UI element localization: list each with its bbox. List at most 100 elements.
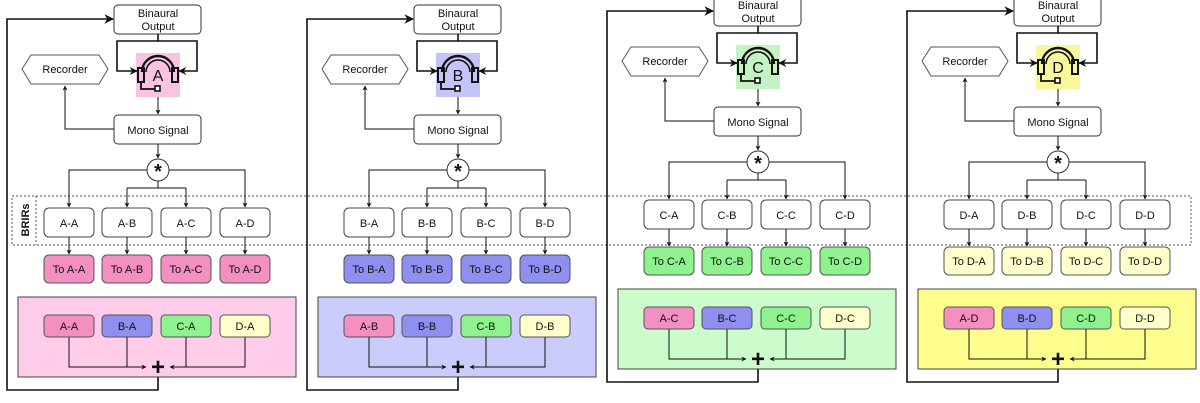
binaural-output-label: Output — [441, 21, 474, 33]
route-label: To C-D — [828, 256, 862, 268]
right-ear-cup — [471, 67, 479, 83]
headphone-icon — [437, 54, 479, 92]
route-label: To B-B — [410, 264, 443, 276]
binaural-to-left-ear — [1016, 26, 1059, 67]
brir-label: A-A — [60, 218, 79, 230]
mono-to-recorder-arrow — [962, 77, 1014, 122]
route-label: To A-A — [53, 264, 86, 276]
brir-label: B-D — [536, 218, 555, 230]
mix-input-label: A-A — [60, 321, 79, 333]
route-box — [219, 254, 271, 284]
recorder-label: Recorder — [642, 56, 688, 68]
recorder-label: Recorder — [42, 64, 88, 76]
headband-inner — [745, 51, 771, 65]
sum-symbol: + — [751, 346, 765, 373]
recorder-label: Recorder — [942, 56, 988, 68]
route-box — [401, 254, 453, 284]
branch-arrow — [469, 169, 548, 208]
mix-input-label: D-A — [236, 321, 256, 333]
mix-input-label: A-B — [360, 321, 378, 333]
mic — [754, 77, 761, 84]
mix-left-arrow — [968, 329, 1047, 362]
binaural-output-label: Output — [741, 13, 774, 25]
binaural-to-right-ear — [458, 40, 498, 75]
route-box — [819, 246, 871, 276]
binaural-output-label: Output — [1041, 13, 1074, 25]
branch-arrow — [169, 169, 248, 208]
route-box — [1001, 246, 1053, 276]
branch-arrow — [1069, 161, 1148, 200]
binaural-to-left-ear — [716, 26, 759, 67]
brir-label: A-B — [118, 218, 136, 230]
mix-input-label: C-C — [776, 313, 796, 325]
route-box — [1060, 246, 1112, 276]
mix-input-label: C-B — [477, 321, 496, 333]
recorder-node — [921, 46, 1009, 77]
branch-arrow — [366, 169, 447, 208]
binaural-to-left-ear — [416, 34, 459, 75]
route-label: To A-D — [228, 264, 261, 276]
binaural-to-right-ear — [758, 32, 798, 67]
route-label: To C-B — [710, 256, 744, 268]
headband-inner — [145, 59, 171, 73]
binaural-to-right-ear — [158, 40, 198, 75]
route-label: To C-A — [652, 256, 686, 268]
recorder-node — [621, 46, 709, 77]
mic-boom — [140, 82, 155, 90]
binaural-output-label: Binaural — [1038, 0, 1078, 12]
mix-input-label: D-B — [536, 321, 555, 333]
mix-input-label: C-D — [1076, 313, 1096, 325]
binaural-output-label: Binaural — [138, 8, 178, 20]
mix-input-label: A-C — [660, 313, 679, 325]
mix-input-label: A-D — [960, 313, 979, 325]
route-box — [101, 254, 153, 284]
sum-symbol: + — [451, 354, 465, 381]
mix-input-label: D-D — [1135, 313, 1155, 325]
mic-boom — [1040, 74, 1055, 82]
brir-label: C-A — [660, 210, 680, 222]
mix-input-label: B-B — [418, 321, 436, 333]
mono-to-recorder-arrow — [62, 85, 114, 130]
binaural-output-label: Binaural — [438, 8, 478, 20]
route-label: To D-B — [1010, 256, 1044, 268]
route-label: To D-D — [1128, 256, 1162, 268]
route-box — [519, 254, 571, 284]
brir-label: D-C — [1076, 210, 1096, 222]
branch-arrow — [966, 161, 1047, 200]
headphone-label: D — [1052, 60, 1064, 77]
route-box — [160, 254, 212, 284]
mix-input-label: D-C — [835, 313, 855, 325]
brir-label: A-C — [177, 218, 196, 230]
route-label: To A-C — [169, 264, 202, 276]
mix-right-arrow — [1069, 329, 1146, 362]
brir-label: C-D — [835, 210, 855, 222]
mix-left-arrow — [668, 329, 747, 362]
binaural-output-label: Output — [141, 21, 174, 33]
route-box — [43, 254, 95, 284]
mix-left-arrow — [68, 337, 147, 370]
brir-label: C-C — [776, 210, 796, 222]
route-label: To B-A — [352, 264, 386, 276]
brirs-frame — [11, 195, 1192, 246]
headband-inner — [445, 59, 471, 73]
recorder-node — [21, 54, 109, 85]
convolve-symbol: * — [1054, 153, 1062, 175]
branch-arrow — [66, 169, 147, 208]
route-label: To D-C — [1069, 256, 1103, 268]
feedback-loop-arrow — [6, 14, 159, 391]
brir-label: B-A — [360, 218, 379, 230]
mix-right-arrow — [469, 337, 546, 370]
headband — [1040, 46, 1076, 65]
mix-input-label: B-C — [718, 313, 737, 325]
route-box — [760, 246, 812, 276]
headphone-label: B — [453, 68, 464, 85]
mix-input-label: B-D — [1018, 313, 1037, 325]
headband — [740, 46, 776, 65]
brir-label: D-D — [1135, 210, 1155, 222]
headband-inner — [1045, 51, 1071, 65]
